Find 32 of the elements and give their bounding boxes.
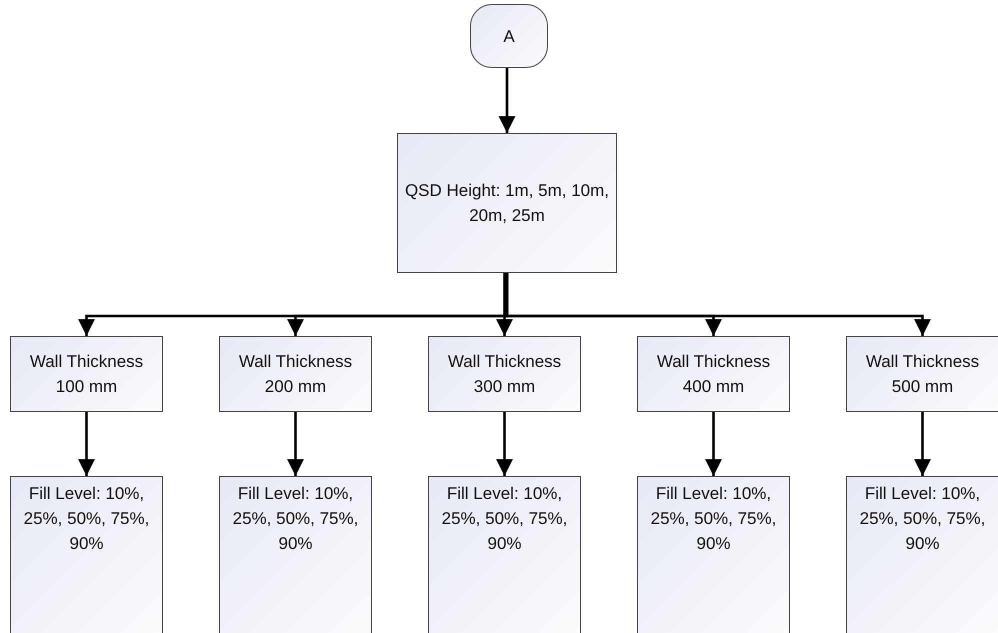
node-label: Fill Level: 10%, 25%, 50%, 75%, 90% xyxy=(440,483,568,555)
arrow xyxy=(914,412,931,476)
node-label: A xyxy=(503,26,515,48)
process-box xyxy=(219,476,372,633)
node-label: Fill Level: 10%, 25%, 50%, 75%, 90% xyxy=(650,483,778,555)
process-box xyxy=(397,133,617,273)
process-box xyxy=(637,336,790,412)
arrow xyxy=(705,412,722,476)
node-label: Wall Thickness 100 mm xyxy=(28,351,144,398)
node-label: Wall Thickness 400 mm xyxy=(656,351,772,398)
node-label: Fill Level: 10%, 25%, 50%, 75%, 90% xyxy=(232,483,360,555)
arrow xyxy=(496,412,513,476)
process-box xyxy=(219,336,372,412)
process-box xyxy=(10,336,163,412)
terminator-shape xyxy=(470,4,548,68)
arrow xyxy=(287,412,304,476)
process-box xyxy=(846,336,998,412)
arrow xyxy=(496,273,513,336)
node-label: Fill Level: 10%, 25%, 50%, 75%, 90% xyxy=(858,483,986,555)
node-label: Wall Thickness 200 mm xyxy=(238,351,354,398)
process-box xyxy=(428,336,581,412)
process-box xyxy=(637,476,790,633)
node-label: Fill Level: 10%, 25%, 50%, 75%, 90% xyxy=(22,483,150,555)
node-label: Wall Thickness 300 mm xyxy=(446,351,562,398)
process-box xyxy=(428,476,581,633)
arrow xyxy=(78,412,95,476)
arrow xyxy=(498,68,516,133)
process-box xyxy=(846,476,998,633)
node-label: QSD Height: 1m, 5m, 10m, 20m, 25m xyxy=(404,180,610,227)
process-box xyxy=(10,476,163,633)
arrow xyxy=(506,273,931,336)
node-label: Wall Thickness 500 mm xyxy=(864,351,980,398)
